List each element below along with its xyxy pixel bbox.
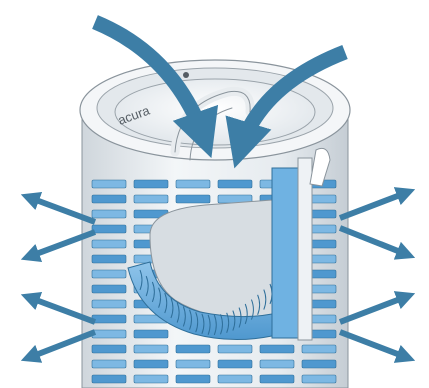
outflow-arrow-right-3	[340, 296, 408, 322]
grille-slot	[176, 345, 210, 353]
lid-screw	[183, 72, 189, 78]
grille-slot	[92, 255, 126, 263]
grille-slot	[260, 375, 294, 383]
grille-slot	[302, 345, 336, 353]
grille-slot	[92, 300, 126, 308]
grille-slot	[218, 180, 252, 188]
grille-slot	[92, 240, 126, 248]
cut-edge-frame	[298, 158, 312, 340]
grille-slot	[92, 285, 126, 293]
grille-slot	[302, 360, 336, 368]
grille-slot	[302, 375, 336, 383]
grille-slot	[176, 180, 210, 188]
grille-slot	[92, 210, 126, 218]
grille-slot	[92, 225, 126, 233]
grille-slot	[134, 330, 168, 338]
grille-slot	[176, 195, 210, 203]
grille-slot	[92, 375, 126, 383]
grille-slot	[92, 195, 126, 203]
outflow-arrow-right-2	[340, 228, 408, 255]
grille-slot	[92, 315, 126, 323]
grille-slot	[218, 375, 252, 383]
grille-slot	[134, 375, 168, 383]
grille-slot	[92, 180, 126, 188]
grille-slot	[92, 360, 126, 368]
outflow-arrow-right-4	[340, 332, 408, 358]
grille-slot	[218, 360, 252, 368]
grille-slot	[260, 360, 294, 368]
grille-slot	[218, 345, 252, 353]
outflow-arrow-right-1	[340, 192, 408, 218]
grille-slot	[134, 180, 168, 188]
grille-slot	[134, 360, 168, 368]
grille-slot	[92, 270, 126, 278]
grille-slot	[134, 195, 168, 203]
grille-slot	[134, 345, 168, 353]
grille-slot	[92, 345, 126, 353]
grille-slot	[260, 345, 294, 353]
grille-slot	[92, 330, 126, 338]
grille-slot	[176, 375, 210, 383]
grille-slot	[176, 360, 210, 368]
